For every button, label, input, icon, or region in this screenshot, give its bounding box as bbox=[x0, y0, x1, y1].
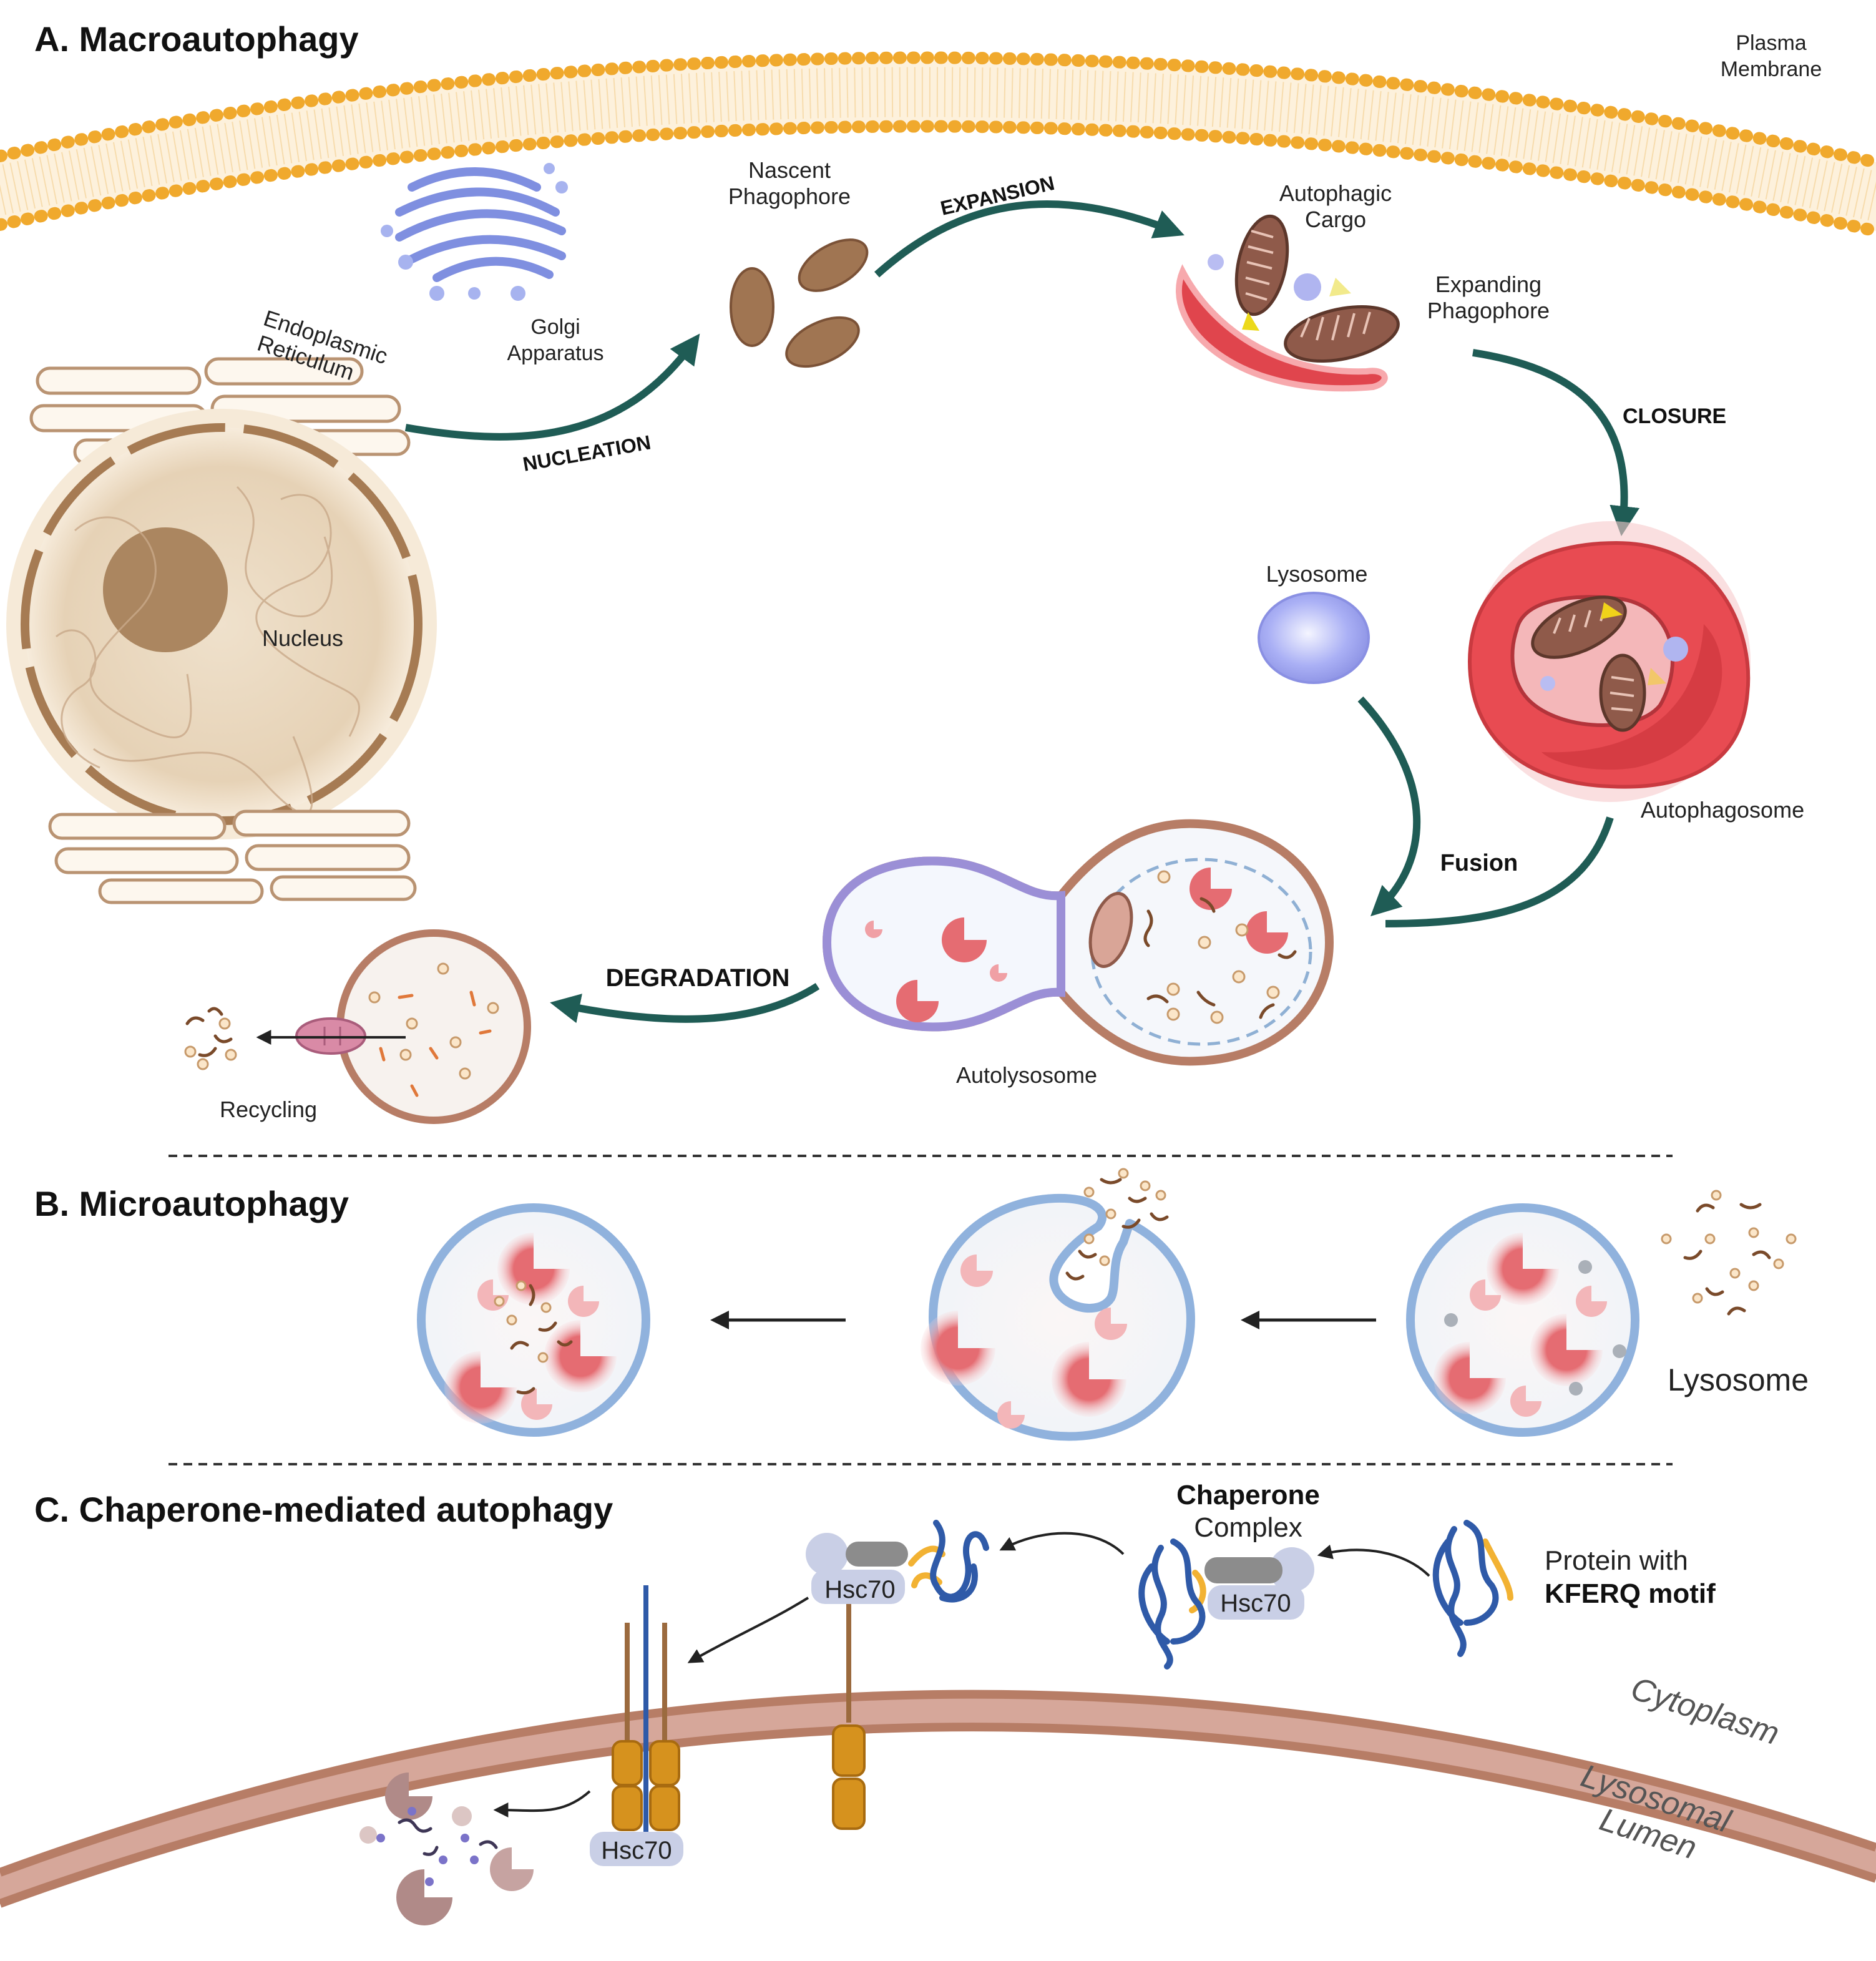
nascent-label-2: Phagophore bbox=[728, 183, 851, 209]
recycling-label: Recycling bbox=[220, 1097, 317, 1122]
kferq-label-1: Protein with bbox=[1545, 1545, 1688, 1576]
nascent-phagophore-icon bbox=[730, 238, 869, 368]
fusion-arrow-lysosome bbox=[1357, 696, 1421, 917]
expanding-phagophore-icon bbox=[1176, 264, 1388, 392]
expansion-arrow bbox=[874, 200, 1185, 278]
nucleus bbox=[6, 409, 437, 839]
cargo-label-1: Autophagic bbox=[1279, 180, 1392, 206]
bound-substrate-icon bbox=[806, 1520, 989, 1830]
plasma-membrane-label-1: Plasma bbox=[1736, 31, 1806, 55]
lumen-degradation-icon bbox=[359, 1773, 534, 1925]
lysosome-b-label: Lysosome bbox=[1668, 1362, 1809, 1397]
fusion-arrow-autophagosome bbox=[1385, 816, 1614, 927]
golgi-label-2: Apparatus bbox=[507, 341, 604, 365]
cma-arrow-2 bbox=[999, 1532, 1125, 1555]
kferq-protein-icon bbox=[1432, 1520, 1513, 1657]
expanding-label-2: Phagophore bbox=[1427, 298, 1550, 323]
autolysosome-label: Autolysosome bbox=[956, 1062, 1097, 1088]
golgi-icon bbox=[381, 163, 568, 301]
lysosome-label: Lysosome bbox=[1266, 561, 1368, 587]
nascent-label-1: Nascent bbox=[748, 157, 831, 183]
lysosome-icon bbox=[1258, 592, 1370, 684]
closure-step-label: CLOSURE bbox=[1623, 404, 1726, 428]
nucleation-arrow bbox=[404, 333, 700, 441]
cargo-label-2: Cargo bbox=[1305, 207, 1366, 232]
chaperone-complex-label-2: Complex bbox=[1194, 1512, 1302, 1543]
golgi-label-1: Golgi bbox=[530, 315, 580, 339]
cytoplasm-label: Cytoplasm bbox=[1626, 1670, 1784, 1752]
section-b-title: B. Microautophagy bbox=[34, 1184, 349, 1223]
hsc70-label-lumen: Hsc70 bbox=[601, 1837, 672, 1864]
mitochondria-cargo-icon bbox=[1208, 214, 1400, 363]
endoplasmic-reticulum-bottom bbox=[48, 809, 417, 904]
section-c-title: C. Chaperone-mediated autophagy bbox=[34, 1490, 613, 1529]
plasma-membrane-label-2: Membrane bbox=[1721, 57, 1822, 81]
plasma-membrane bbox=[0, 51, 1876, 237]
closure-arrow bbox=[1472, 349, 1640, 537]
fusion-step-label: Fusion bbox=[1440, 850, 1518, 876]
free-cargo-icon bbox=[1661, 1190, 1797, 1316]
expanding-label-1: Expanding bbox=[1435, 271, 1541, 297]
micro-lysosome-invaginating bbox=[921, 1168, 1195, 1441]
autolysosome-icon bbox=[822, 819, 1334, 1066]
cma-arrow-1 bbox=[1317, 1544, 1430, 1577]
autophagosome-icon bbox=[1467, 521, 1751, 802]
recycling-lysosome-icon bbox=[184, 929, 531, 1124]
chaperone-complex-icon bbox=[1138, 1538, 1314, 1670]
autophagosome-label: Autophagosome bbox=[1641, 797, 1804, 823]
micro-lysosome-intact bbox=[1406, 1203, 1639, 1437]
hsc70-label-bound: Hsc70 bbox=[824, 1576, 895, 1603]
degradation-step-label: DEGRADATION bbox=[606, 964, 790, 992]
degradation-arrow bbox=[550, 982, 820, 1024]
cma-arrow-3 bbox=[687, 1597, 809, 1663]
chaperone-complex-label-1: Chaperone bbox=[1176, 1480, 1320, 1510]
lamp2a-complex-icon bbox=[590, 1585, 683, 1866]
cma-arrow-4 bbox=[493, 1790, 591, 1818]
kferq-label-2: KFERQ motif bbox=[1545, 1578, 1716, 1609]
nucleus-label: Nucleus bbox=[262, 625, 343, 651]
lysosomal-membrane bbox=[0, 1690, 1876, 1908]
hsc70-label-complex: Hsc70 bbox=[1220, 1590, 1291, 1617]
section-a-title: A. Macroautophagy bbox=[34, 19, 359, 59]
micro-lysosome-engulfed bbox=[417, 1203, 650, 1437]
